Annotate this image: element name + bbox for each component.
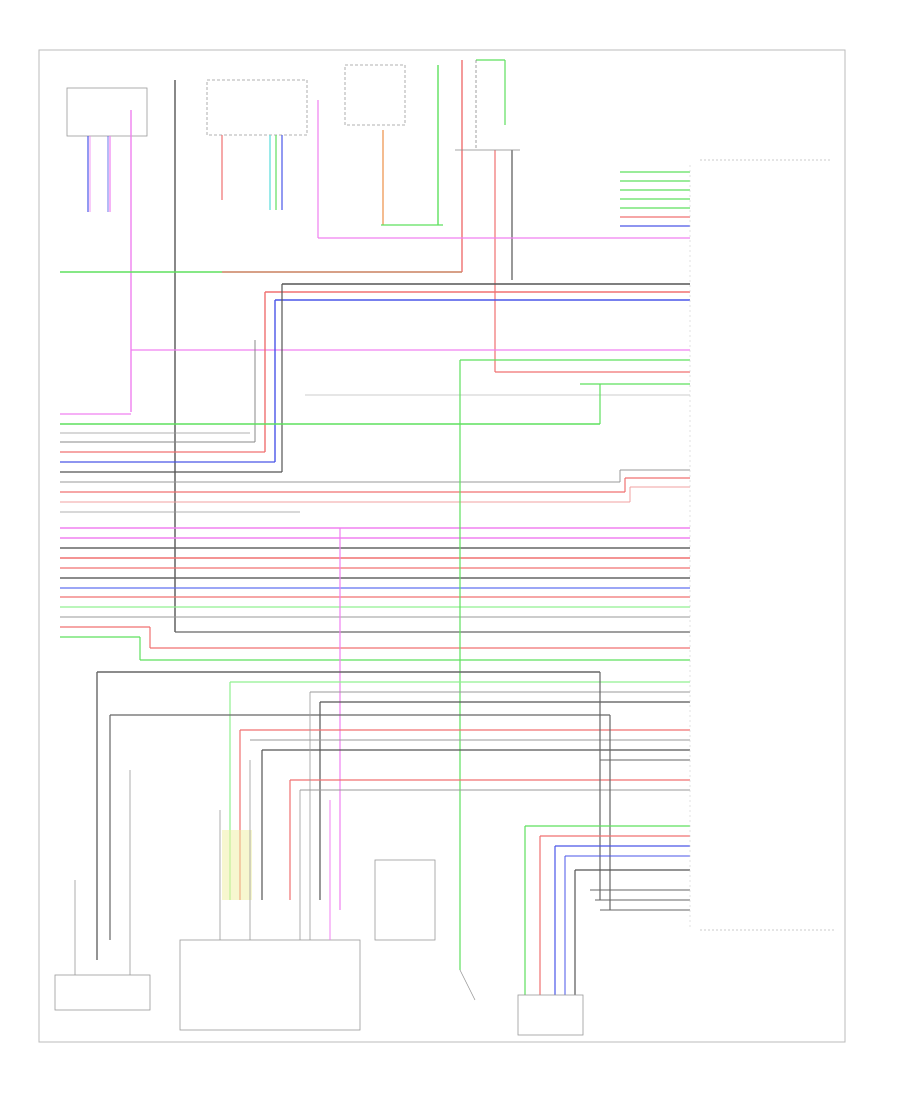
- harness-bus: [60, 283, 690, 970]
- diagram-frame: [38, 49, 846, 1043]
- antenna-module: [54, 770, 151, 1011]
- transmission-sensor: [66, 87, 148, 412]
- multifunction-switch: [206, 79, 319, 238]
- audio-head-unit: [179, 692, 361, 1031]
- control-module: [689, 165, 835, 931]
- vehicle-speed-sensor: [374, 859, 476, 1001]
- ignition-switch: [344, 64, 443, 226]
- steering-connector: [318, 159, 830, 239]
- usb-connector: [517, 825, 690, 1036]
- parking-brake-switch: [455, 59, 520, 372]
